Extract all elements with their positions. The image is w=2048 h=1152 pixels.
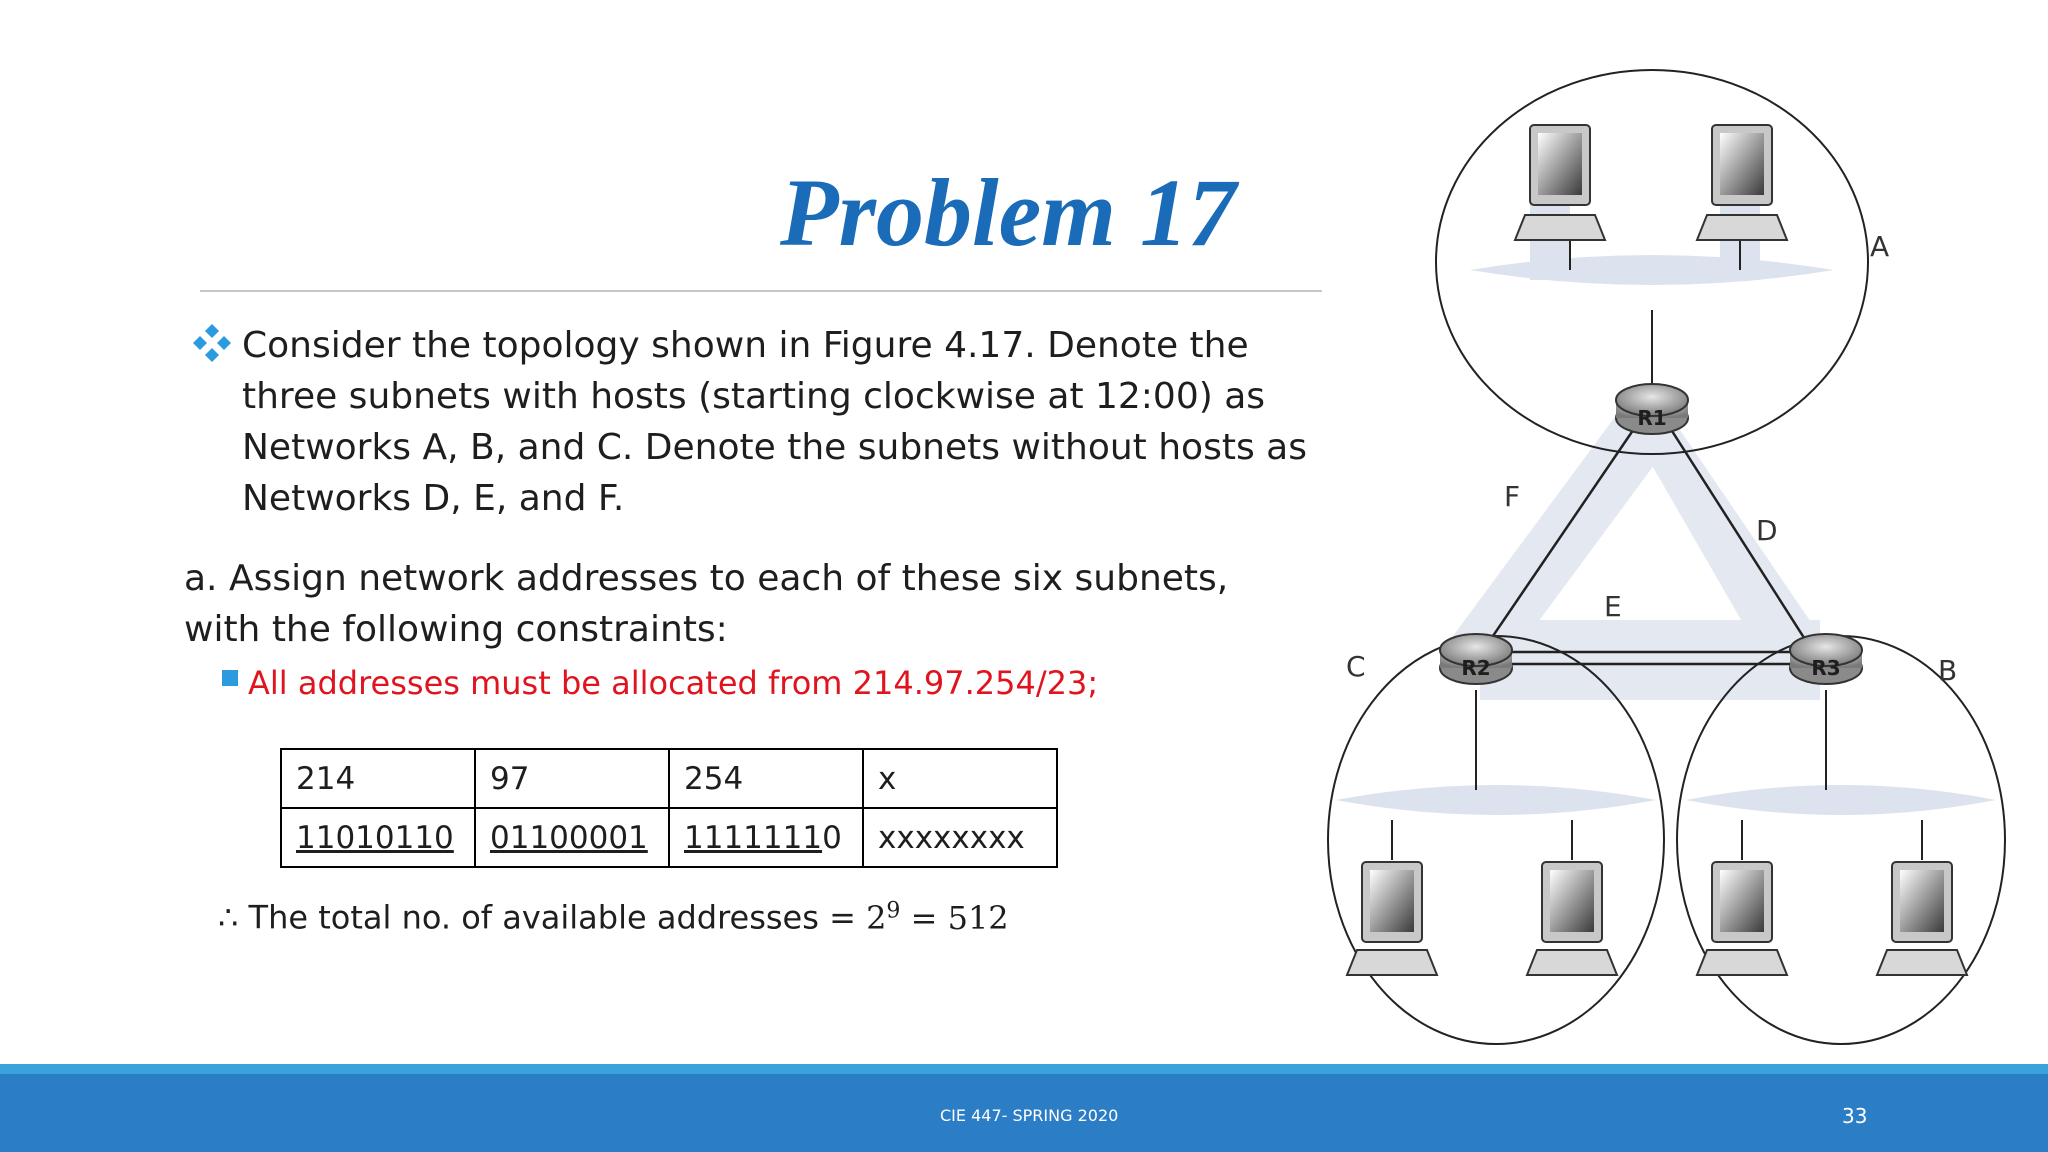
network-a-circle xyxy=(1435,69,1869,455)
host-computer-icon xyxy=(1695,124,1789,241)
label-network-c: C xyxy=(1346,650,1366,683)
svg-text:R1: R1 xyxy=(1637,406,1666,430)
host-computer-icon xyxy=(1875,861,1969,976)
link-f xyxy=(1478,419,1642,656)
total-label: The total no. of available addresses = xyxy=(248,898,867,937)
host-computer-icon xyxy=(1525,861,1619,976)
table-row: 214 97 254 x xyxy=(280,748,1058,809)
page-number: 33 xyxy=(1842,1104,1868,1128)
host-computer-icon xyxy=(1695,861,1789,976)
label-network-d: D xyxy=(1756,514,1778,547)
constraint-item: All addresses must be allocated from 214… xyxy=(222,664,1098,702)
label-network-a: A xyxy=(1870,230,1889,263)
square-bullet-icon xyxy=(222,670,238,686)
table-cell: 97 xyxy=(474,748,670,809)
intro-text: Consider the topology shown in Figure 4.… xyxy=(242,325,1307,519)
table-cell: 11010110 xyxy=(280,807,476,868)
lan-b xyxy=(1686,785,1996,815)
footer-bar xyxy=(0,1074,2048,1152)
table-row: 11010110 01100001 11111110 xxxxxxxx xyxy=(280,807,1058,868)
therefore-symbol: ∴ xyxy=(218,898,239,937)
topology-figure: R1 R2 R3 A B C D E F xyxy=(1327,69,2006,1045)
total-addresses-line: ∴ The total no. of available addresses =… xyxy=(218,898,1009,937)
table-cell: xxxxxxxx xyxy=(862,807,1058,868)
router-r3-icon: R3 xyxy=(1789,633,1863,685)
footer-accent-line xyxy=(0,1064,2048,1074)
router-r2-icon: R2 xyxy=(1439,633,1513,685)
total-formula: 29 = 512 xyxy=(866,898,1009,937)
table-cell: 214 xyxy=(280,748,476,809)
link-band-d xyxy=(1620,410,1830,670)
host-computer-icon xyxy=(1513,124,1607,241)
slide-title: Problem 17 xyxy=(780,159,1236,266)
label-network-b: B xyxy=(1938,654,1957,687)
lan-a xyxy=(1470,255,1834,285)
diamond-bullet-icon xyxy=(193,324,231,362)
title-divider xyxy=(200,290,1322,292)
part-a-paragraph: a. Assign network addresses to each of t… xyxy=(184,558,1229,650)
svg-text:R2: R2 xyxy=(1461,656,1490,680)
label-network-e: E xyxy=(1604,590,1622,623)
svg-text:R3: R3 xyxy=(1811,656,1840,680)
link-d xyxy=(1663,419,1817,656)
host-computer-icon xyxy=(1345,861,1439,976)
constraint-text: All addresses must be allocated from 214… xyxy=(248,664,1099,702)
link-band-f xyxy=(1450,410,1680,660)
intro-paragraph: Consider the topology shown in Figure 4.… xyxy=(193,320,1330,524)
table-cell: 11111110 xyxy=(668,807,864,868)
footer-course-text: CIE 447- SPRING 2020 xyxy=(940,1106,1119,1125)
link-band-e xyxy=(1480,620,1820,700)
label-network-f: F xyxy=(1504,480,1520,513)
address-table: 214 97 254 x 11010110 01100001 11111110 … xyxy=(280,748,1058,868)
lan-c xyxy=(1336,785,1656,815)
table-cell: x xyxy=(862,748,1058,809)
router-r1-icon: R1 xyxy=(1615,383,1689,435)
table-cell: 01100001 xyxy=(474,807,670,868)
table-cell: 254 xyxy=(668,748,864,809)
